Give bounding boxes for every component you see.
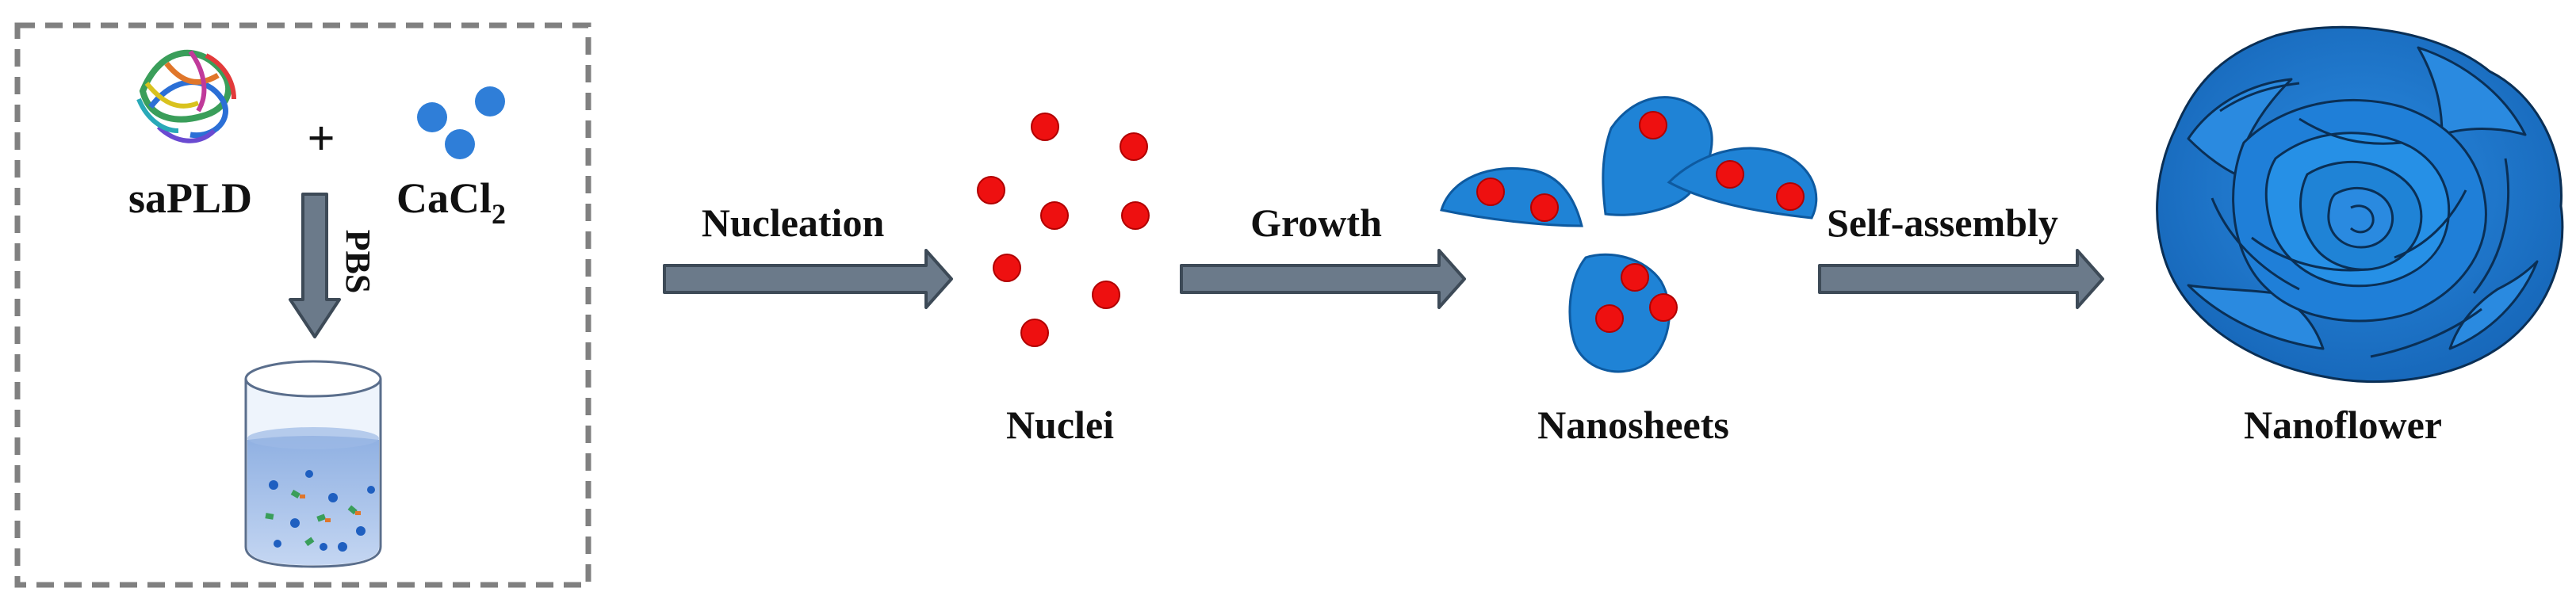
pbs-down-arrow (289, 193, 341, 338)
nanosheets-label: Nanosheets (1537, 403, 1729, 447)
salt-label: CaCl2 (396, 174, 506, 230)
self-assembly-label: Self-assembly (1827, 200, 2058, 245)
buffer-label: PBS (339, 230, 377, 294)
plus-sign: + (307, 112, 335, 166)
nuclei-cluster (977, 113, 1150, 347)
nucleation-label: Nucleation (702, 200, 885, 245)
growth-label: Growth (1250, 200, 1382, 245)
growth-arrow (1180, 249, 1466, 309)
calcium-ions-icon (417, 86, 505, 159)
enzyme-label: saPLD (128, 174, 252, 222)
nuclei-label: Nuclei (1006, 403, 1114, 447)
reagent-box (14, 22, 591, 588)
rose-nanoflower-icon (2156, 25, 2564, 384)
nanosheets-cluster (1440, 96, 1818, 373)
nanoflower-label: Nanoflower (2244, 403, 2442, 447)
nucleation-arrow (663, 249, 953, 309)
self-assembly-arrow (1818, 249, 2104, 309)
beaker-icon (244, 360, 382, 568)
beaker-particles (265, 470, 375, 552)
protein-structure-icon (136, 49, 236, 143)
